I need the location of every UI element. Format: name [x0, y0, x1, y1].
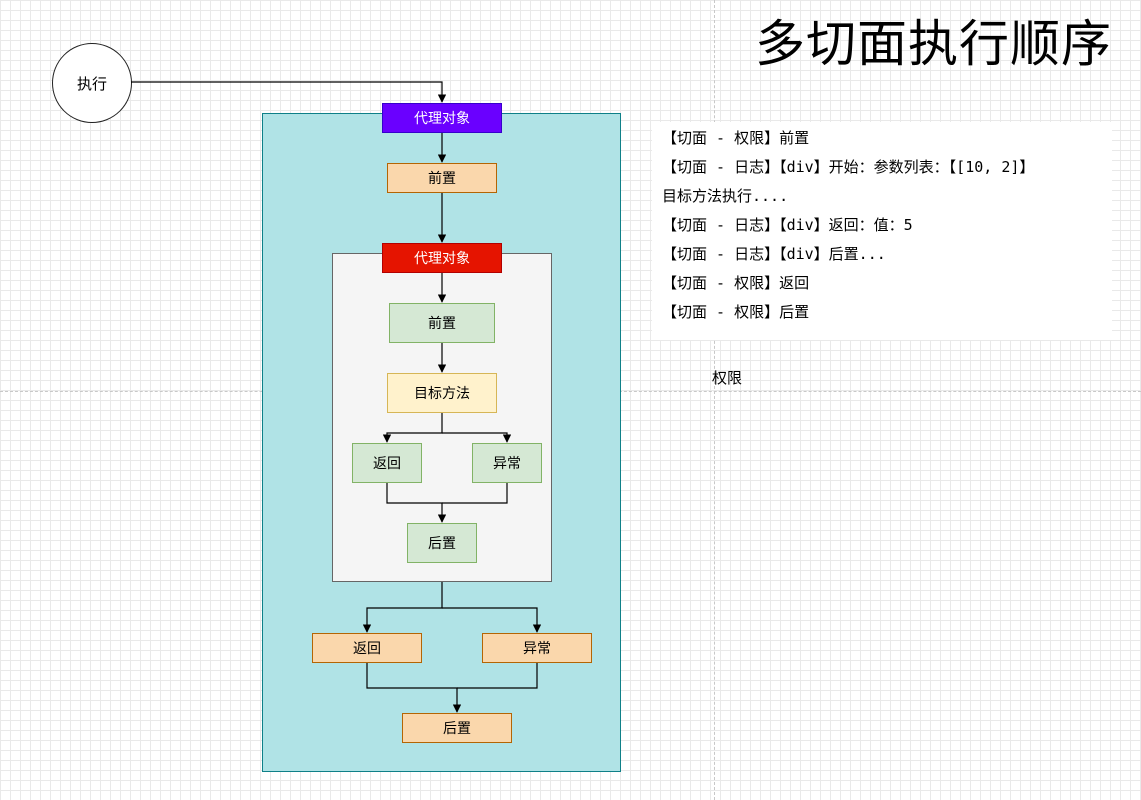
start-node[interactable]: 执行 — [52, 43, 132, 123]
console-line: 【切面 - 权限】后置 — [662, 303, 810, 321]
permission-text-label[interactable]: 权限 — [712, 369, 743, 387]
inner-return-node[interactable]: 返回 — [352, 443, 422, 483]
diagram-title: 多切面执行顺序 — [755, 15, 1112, 73]
guide-line-vertical — [714, 0, 715, 800]
outer-after-node[interactable]: 后置 — [402, 713, 512, 743]
inner-return-label: 返回 — [373, 456, 401, 472]
start-node-label: 执行 — [76, 74, 107, 93]
outer-before-label: 前置 — [428, 171, 456, 187]
inner-before-node[interactable]: 前置 — [389, 303, 495, 343]
outer-proxy-label: 代理对象 — [414, 111, 470, 127]
inner-after-label: 后置 — [428, 536, 456, 552]
outer-proxy-node[interactable]: 代理对象 — [382, 103, 502, 133]
target-method-label: 目标方法 — [414, 386, 470, 402]
outer-return-node[interactable]: 返回 — [312, 633, 422, 663]
outer-after-label: 后置 — [443, 721, 471, 737]
target-method-node[interactable]: 目标方法 — [387, 373, 497, 413]
console-output-panel[interactable]: 【切面 - 权限】前置 【切面 - 日志】【div】开始：参数列表：【[10, … — [652, 122, 1112, 340]
console-line: 【切面 - 日志】【div】开始：参数列表：【[10, 2]】 — [662, 158, 1035, 176]
inner-proxy-node[interactable]: 代理对象 — [382, 243, 502, 273]
inner-proxy-label: 代理对象 — [414, 251, 470, 267]
outer-exception-label: 异常 — [523, 641, 551, 657]
console-line: 【切面 - 权限】前置 — [662, 129, 810, 147]
edge-start-to-outer-proxy — [131, 81, 447, 103]
console-line: 【切面 - 权限】返回 — [662, 274, 810, 292]
console-line: 【切面 - 日志】【div】后置... — [662, 245, 886, 263]
outer-before-node[interactable]: 前置 — [387, 163, 497, 193]
console-line: 【切面 - 日志】【div】返回：值：5 — [662, 216, 913, 234]
inner-after-node[interactable]: 后置 — [407, 523, 477, 563]
inner-exception-node[interactable]: 异常 — [472, 443, 542, 483]
inner-exception-label: 异常 — [493, 456, 521, 472]
console-line: 目标方法执行.... — [662, 187, 789, 205]
inner-before-label: 前置 — [428, 316, 456, 332]
outer-exception-node[interactable]: 异常 — [482, 633, 592, 663]
outer-return-label: 返回 — [353, 641, 381, 657]
